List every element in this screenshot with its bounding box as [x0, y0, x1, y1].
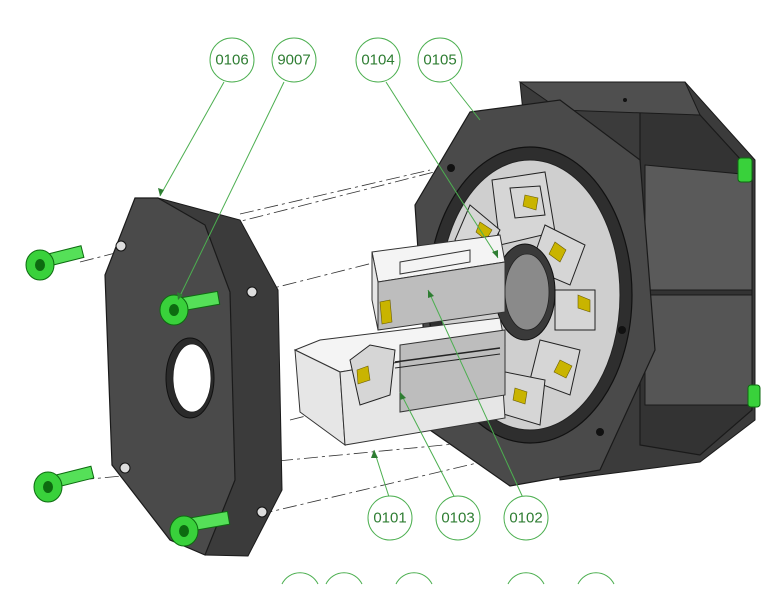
leader-lines: [158, 81, 525, 501]
balloon-0102-label: 0102: [509, 510, 542, 527]
magnet-arrow-5: [553, 359, 573, 379]
balloon-0102: 0102: [503, 495, 549, 541]
cut-off-balloons: [281, 572, 615, 585]
balloon-0101: 0101: [367, 495, 413, 541]
balloon-0103-label: 0103: [441, 510, 474, 527]
balloon-0101-label: 0101: [373, 510, 406, 527]
balloon-0104: 0104: [355, 37, 401, 83]
magnet-arrow-4: [577, 294, 591, 313]
balloon-0104-label: 0104: [361, 52, 394, 69]
magnet-arrow-6: [512, 387, 528, 405]
bar-arrow: [379, 299, 393, 325]
balloon-0106: 0106: [209, 37, 255, 83]
screw-top-left: [25, 245, 85, 281]
housing-screw-bottom: [747, 384, 761, 408]
magnet-arrow-1: [522, 194, 539, 211]
screw-mid: [159, 290, 221, 326]
balloon-9007-label: 9007: [277, 52, 310, 69]
balloon-0105-label: 0105: [423, 52, 456, 69]
bar-0102: [371, 234, 506, 331]
balloon-0106-label: 0106: [215, 52, 248, 69]
balloon-0103: 0103: [435, 495, 481, 541]
housing-screw-top: [737, 157, 753, 183]
block-0103: [349, 344, 501, 406]
magnet-arrow-3: [548, 241, 567, 263]
block-arrow: [356, 365, 371, 385]
rotor-magnets-0104: [454, 171, 596, 426]
balloon-9007: 9007: [271, 37, 317, 83]
end-plate-0106: [104, 197, 283, 557]
screw-bottom-left: [33, 465, 95, 503]
screw-bottom-mid: [169, 510, 231, 547]
balloon-0105: 0105: [417, 37, 463, 83]
